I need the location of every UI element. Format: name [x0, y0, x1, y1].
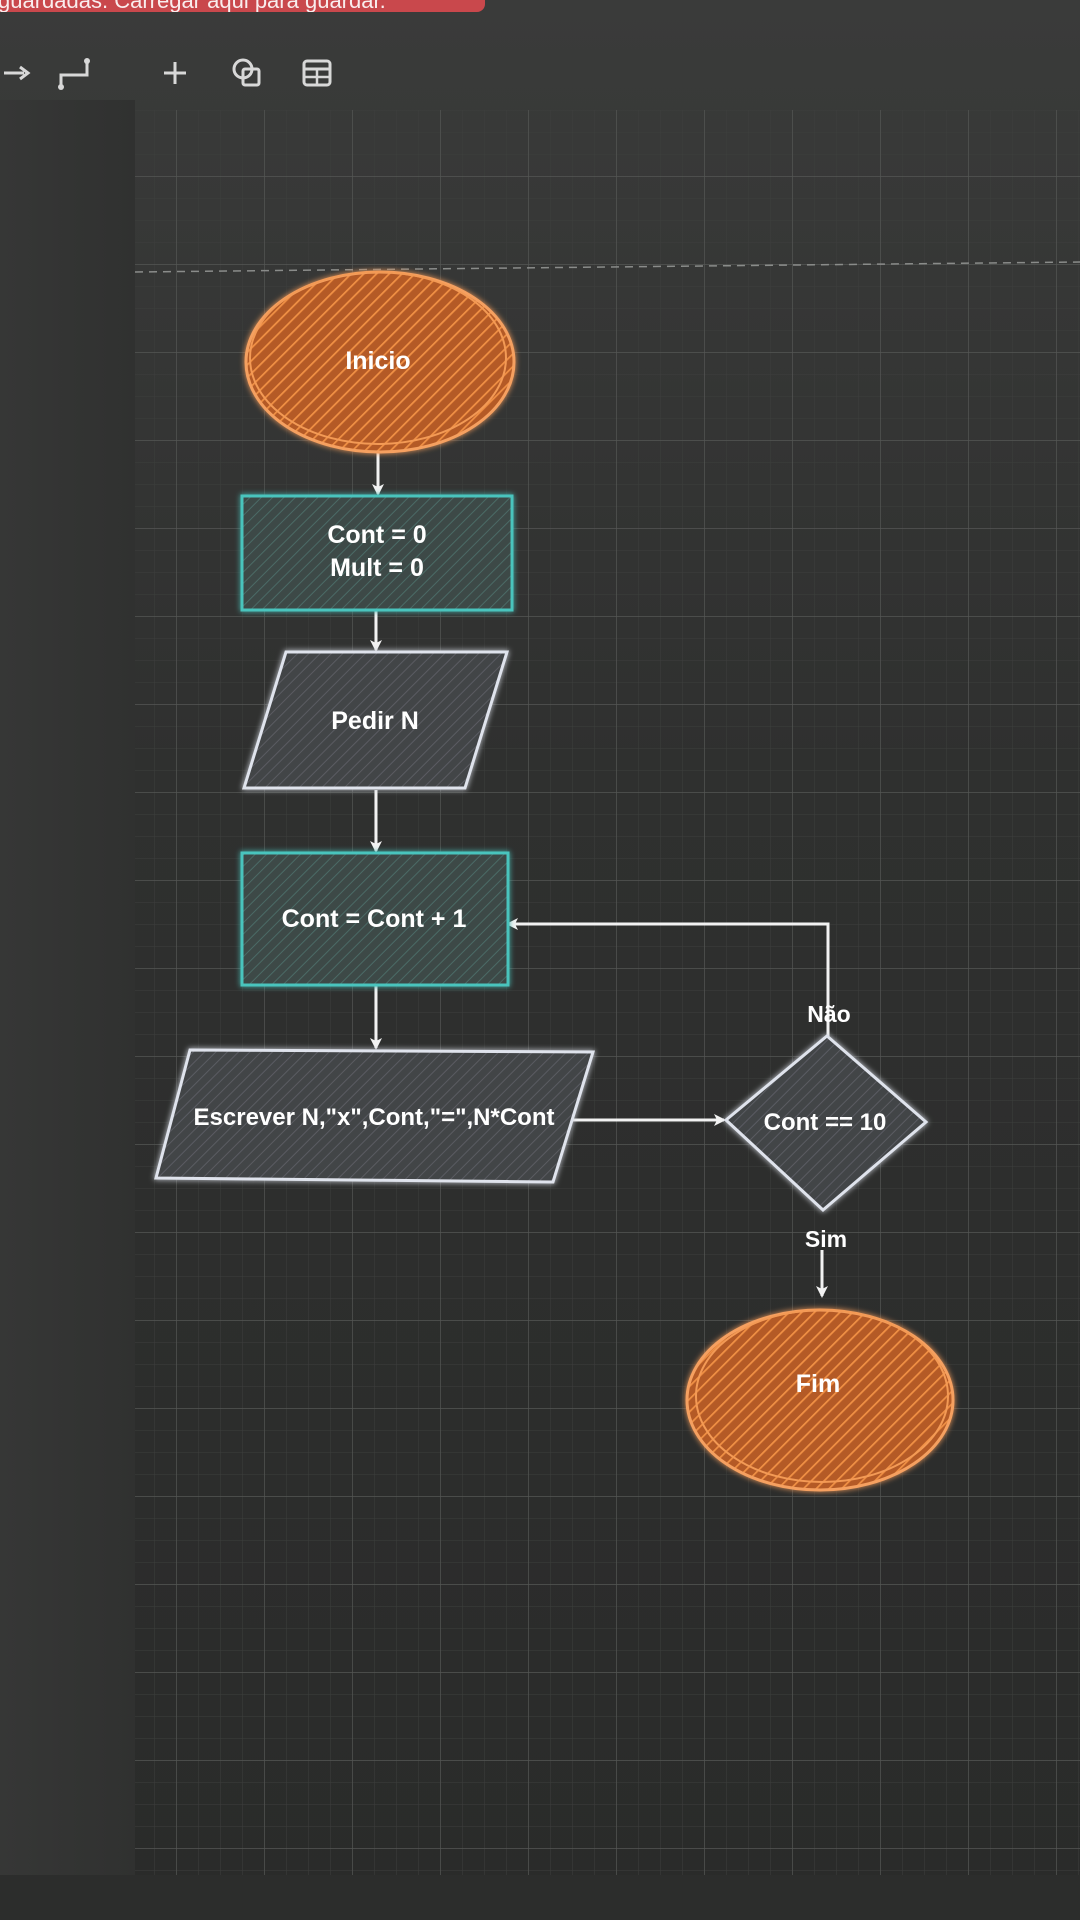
node-decision[interactable]: Cont == 10 — [723, 1034, 929, 1213]
add-button[interactable] — [152, 50, 198, 96]
add-plus-icon — [164, 62, 186, 84]
shapes-button[interactable] — [224, 50, 270, 96]
node-decision-label: Cont == 10 — [764, 1109, 887, 1136]
node-input[interactable]: Pedir N — [241, 650, 510, 790]
node-output[interactable]: Escrever N,"x",Cont,"=",N*Cont — [154, 1048, 596, 1184]
node-increment[interactable]: Cont = Cont + 1 — [240, 851, 510, 987]
edge-label-yes: Sim — [805, 1226, 847, 1252]
node-init[interactable]: Cont = 0 Mult = 0 — [240, 494, 514, 612]
edge-label-no: Não — [807, 1001, 850, 1027]
left-panel-edge — [0, 100, 135, 1900]
bottom-edge — [0, 1875, 1080, 1920]
node-end[interactable]: Fim — [685, 1308, 955, 1492]
table-icon — [302, 59, 332, 87]
unsaved-changes-banner[interactable]: guardadas. Carregar aqui para guardar. — [0, 0, 485, 12]
waypoint-connector-icon — [58, 58, 90, 90]
node-start[interactable]: Inicio — [244, 270, 516, 454]
edge-decision-no-loop[interactable] — [506, 918, 830, 1036]
connector-arrow-button[interactable] — [0, 50, 40, 96]
page-boundary — [134, 261, 1080, 273]
node-init-line2: Mult = 0 — [330, 554, 424, 582]
node-init-line1: Cont = 0 — [327, 521, 426, 549]
connector-arrow-icon — [4, 65, 31, 81]
node-output-label: Escrever N,"x",Cont,"=",N*Cont — [194, 1104, 555, 1131]
node-start-label: Inicio — [345, 347, 410, 375]
edges — [370, 450, 830, 1298]
node-increment-label: Cont = Cont + 1 — [282, 905, 467, 933]
banner-text: guardadas. Carregar aqui para guardar. — [0, 0, 386, 12]
table-button[interactable] — [294, 50, 340, 96]
node-end-label: Fim — [796, 1370, 840, 1398]
shapes-icon — [232, 58, 261, 87]
node-input-label: Pedir N — [331, 707, 419, 735]
toolbar — [0, 40, 1080, 110]
waypoint-connector-button[interactable] — [52, 50, 98, 96]
